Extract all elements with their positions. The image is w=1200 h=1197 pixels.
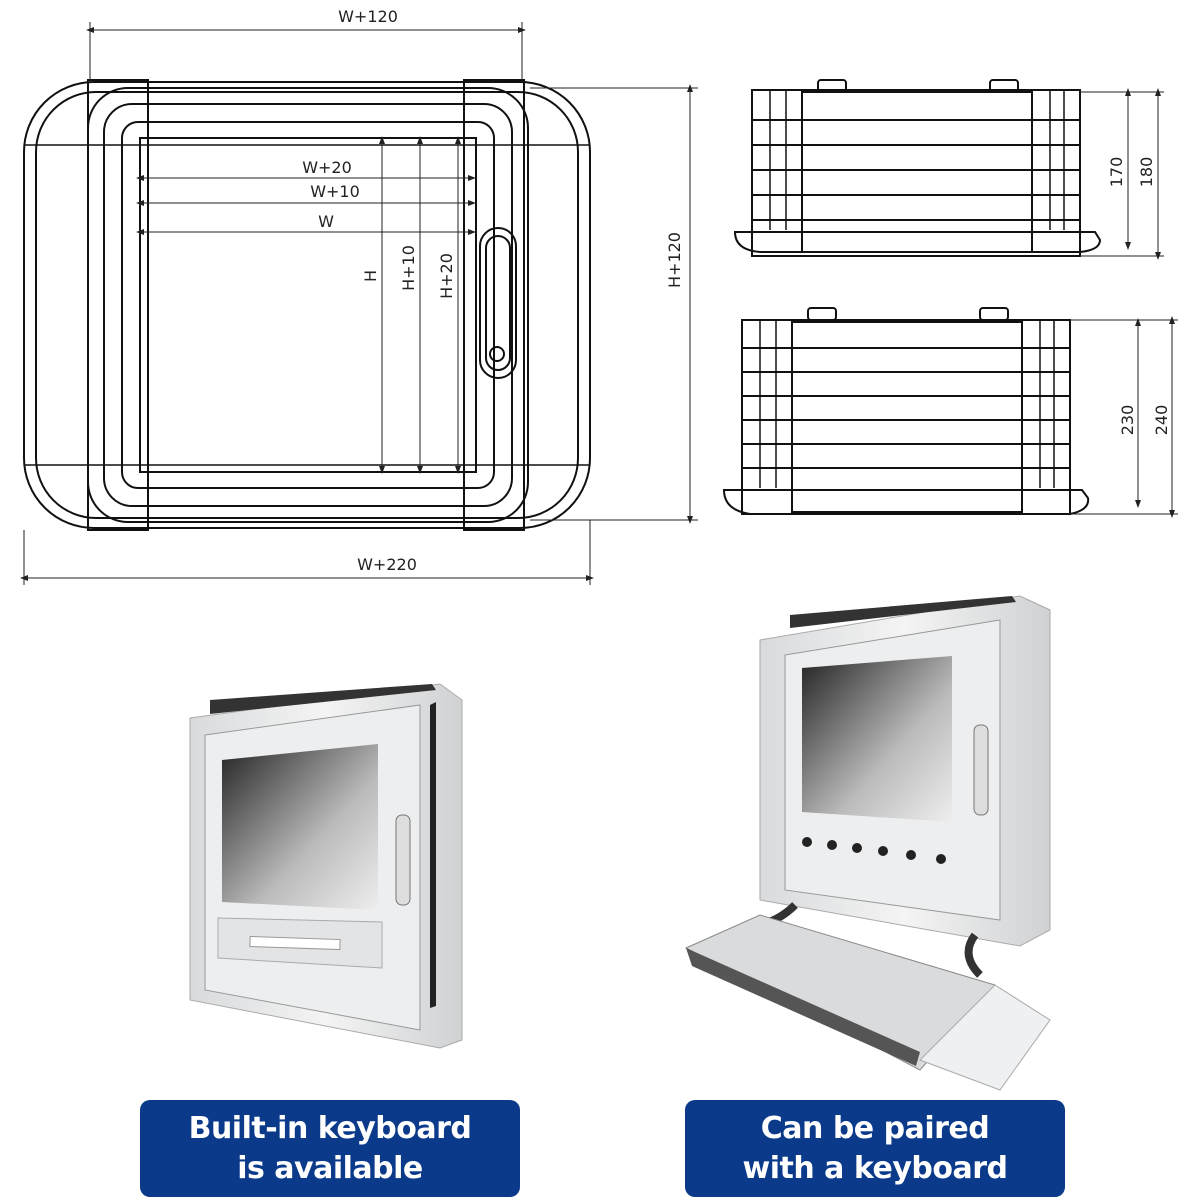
dim-w220: W+220 [357, 555, 417, 574]
front-view [23, 79, 591, 531]
front-dimensions [20, 22, 698, 585]
dim-h120: H+120 [665, 232, 684, 288]
caption-line-2: is available [237, 1150, 423, 1186]
dim-w: W [318, 212, 334, 231]
side-view-small [733, 79, 1102, 257]
dim-w20: W+20 [302, 158, 352, 177]
front-dimension-labels: W+120 W+220 W+20 W+10 W H H+10 H+20 H+12… [302, 7, 684, 574]
dim-w120: W+120 [338, 7, 398, 26]
dim-180: 180 [1137, 157, 1156, 188]
dim-230: 230 [1118, 405, 1137, 436]
product-image-with-keyboard [684, 595, 1051, 1091]
side-view-large [722, 307, 1090, 515]
dim-h10: H+10 [399, 245, 418, 291]
product-image-built-in-keyboard [189, 683, 463, 1049]
side-small-dimensions [1080, 88, 1164, 260]
dim-h: H [361, 270, 380, 282]
side-large-dimensions [1070, 316, 1178, 518]
caption-badge-paired-keyboard: Can be paired with a keyboard [685, 1100, 1065, 1197]
dim-w10: W+10 [310, 182, 360, 201]
caption-line-1: Can be paired [760, 1110, 990, 1146]
caption-line-1: Built-in keyboard [188, 1110, 472, 1146]
dim-h20: H+20 [437, 253, 456, 299]
caption-badge-built-in-keyboard: Built-in keyboard is available [140, 1100, 520, 1197]
dim-240: 240 [1152, 405, 1171, 436]
dim-170: 170 [1107, 157, 1126, 188]
caption-line-2: with a keyboard [742, 1150, 1008, 1186]
